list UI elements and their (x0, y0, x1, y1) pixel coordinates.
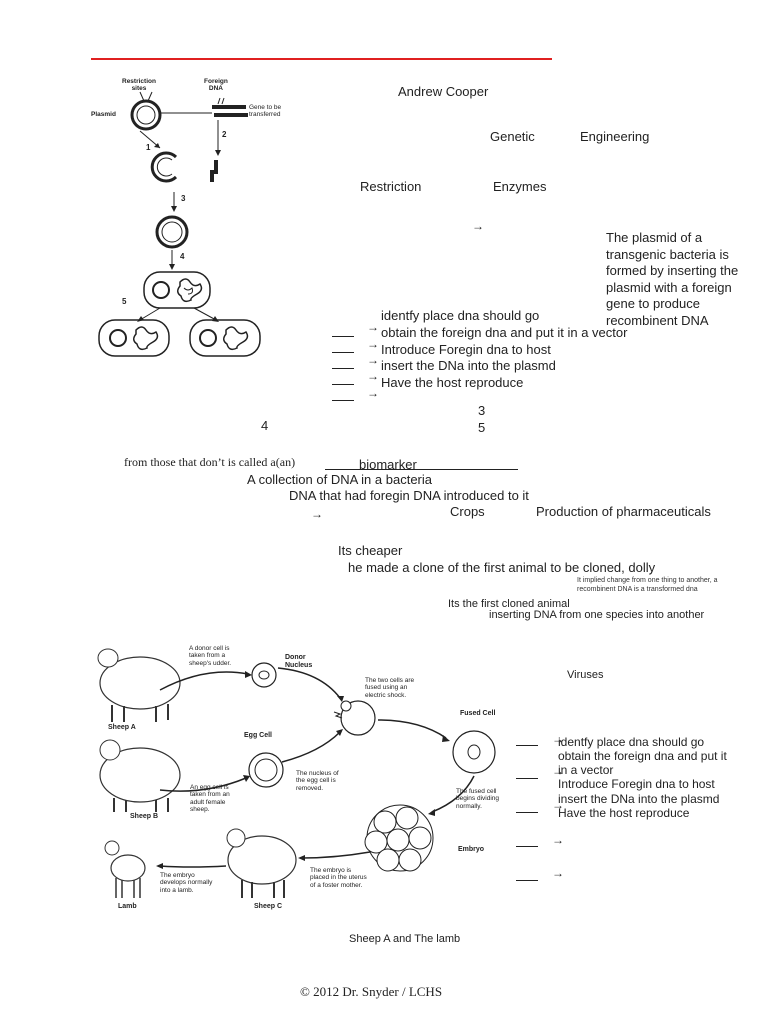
sheep-c-label: Sheep C (254, 903, 283, 910)
author-name: Andrew Cooper (398, 84, 489, 99)
step-answer-1: identfy place dna should go (381, 308, 540, 323)
step-4: 4 (180, 252, 185, 261)
transformed-answer: DNA that had foregin DNA introduced to i… (289, 488, 529, 503)
topic-word-genetic: Genetic (490, 129, 535, 144)
blank-line (516, 880, 538, 881)
arrow-glyph: → (552, 866, 564, 880)
step-3: 3 (181, 194, 186, 203)
step2-answer-line: obtain the foreign dna and put it (558, 749, 727, 763)
use-crops: Crops (450, 504, 485, 519)
biomarker-blank (325, 469, 518, 470)
arrow-glyph: → (367, 369, 379, 383)
blank-line (332, 368, 354, 369)
plasmid-diagram-drawing (98, 91, 261, 357)
blank-line (516, 846, 538, 847)
biomarker-answer: biomarker (359, 457, 417, 472)
number-5: 5 (478, 420, 486, 435)
arrow-glyph: → (552, 764, 564, 778)
plasmid-answer-line: recombinent DNA (606, 312, 709, 328)
lamb-drawing (104, 840, 146, 898)
step2-answer-5: Have the host reproduce (558, 806, 690, 820)
blank-line (332, 400, 354, 401)
plasmid-answer-line: transgenic bacteria is (606, 246, 729, 262)
tool-word-restriction: Restriction (360, 179, 422, 194)
sheep-c-drawing (226, 828, 297, 898)
step2-answer-4: insert the DNa into the plasmd (558, 792, 720, 806)
plasmid-answer-line: gene to produce (606, 296, 700, 311)
arrow-glyph: → (552, 833, 564, 847)
sheep-a-drawing (97, 648, 181, 722)
arrow-glyph: → (367, 337, 379, 351)
number-4: 4 (261, 418, 269, 433)
blank-line (332, 336, 354, 337)
step-answer-5: Have the host reproduce (381, 375, 524, 390)
transgenic-answer: inserting DNA from one species into anot… (489, 609, 705, 621)
cheaper-answer: Its cheaper (338, 543, 403, 558)
arrow-glyph: → (367, 353, 379, 367)
arrow-glyph: → (552, 798, 564, 812)
use-pharmaceuticals: Production of pharmaceuticals (536, 504, 711, 519)
arrow-glyph: → (367, 386, 379, 400)
library-answer: A collection of DNA in a bacteria (247, 472, 432, 487)
footer: © 2012 Dr. Snyder / LCHS (300, 984, 443, 999)
plasmid-answer: The plasmid of a transgenic bacteria is … (606, 230, 738, 329)
step-answer-4: insert the DNa into the plasmd (381, 358, 556, 373)
blank-line (516, 812, 538, 813)
arrow-glyph: → (472, 219, 484, 233)
arrow-glyph: → (311, 507, 323, 521)
step2-answer-line: in a vector (558, 763, 614, 777)
blank-line (332, 384, 354, 385)
step-5: 5 (122, 297, 127, 306)
step-answer-2: obtain the foreign dna and put it in a v… (381, 325, 628, 340)
sheep-caption: Sheep A and The lamb (349, 933, 461, 945)
topic-word-engineering: Engineering (580, 129, 650, 144)
first-cloned-answer: Its the first cloned animal (448, 598, 570, 610)
biomarker-prompt: from those that don’t is called a(an) (124, 455, 296, 469)
plasmid-answer-line: The plasmid of a (606, 230, 703, 245)
egg-cell-label: Egg Cell (244, 732, 273, 739)
transformed-note: It implied change from one thing to anot… (577, 576, 717, 594)
blank-line (516, 778, 538, 779)
number-3: 3 (478, 403, 486, 418)
arrow-glyph: → (367, 320, 379, 334)
viruses-answer: Viruses (567, 669, 604, 681)
plasmid-answer-line: plasmid with a foreign (606, 279, 732, 295)
embryo-label: Embryo (458, 846, 485, 853)
arrow-glyph: → (552, 732, 564, 746)
blank-line (516, 745, 538, 746)
note-line: It implied change from one thing to anot… (577, 577, 718, 584)
sheep-b-label: Sheep B (130, 813, 159, 820)
step2-answer-2: obtain the foreign dna and put it in a v… (558, 749, 727, 777)
step2-answer-1: identfy place dna should go (558, 735, 705, 749)
tool-word-enzymes: Enzymes (493, 179, 547, 194)
sheep-b-drawing (99, 739, 181, 812)
sheep-a-label: Sheep A (108, 724, 136, 731)
note-line: recombinent DNA is a transformed dna (577, 586, 698, 593)
embryo-drawing (364, 804, 434, 872)
lamb-label: Lamb (118, 903, 137, 910)
step-1: 1 (146, 143, 151, 152)
plasmid-label: Plasmid (91, 111, 116, 118)
header-rule (91, 58, 552, 60)
plasmid-answer-line: formed by inserting the (606, 263, 739, 278)
step2-answer-3: Introduce Foregin dna to host (558, 777, 715, 791)
fused-cell-label: Fused Cell (460, 710, 496, 717)
step-answer-3: Introduce Foregin dna to host (381, 342, 551, 357)
step-2: 2 (222, 130, 227, 139)
blank-line (332, 352, 354, 353)
dolly-answer: he made a clone of the first animal to b… (348, 560, 656, 575)
